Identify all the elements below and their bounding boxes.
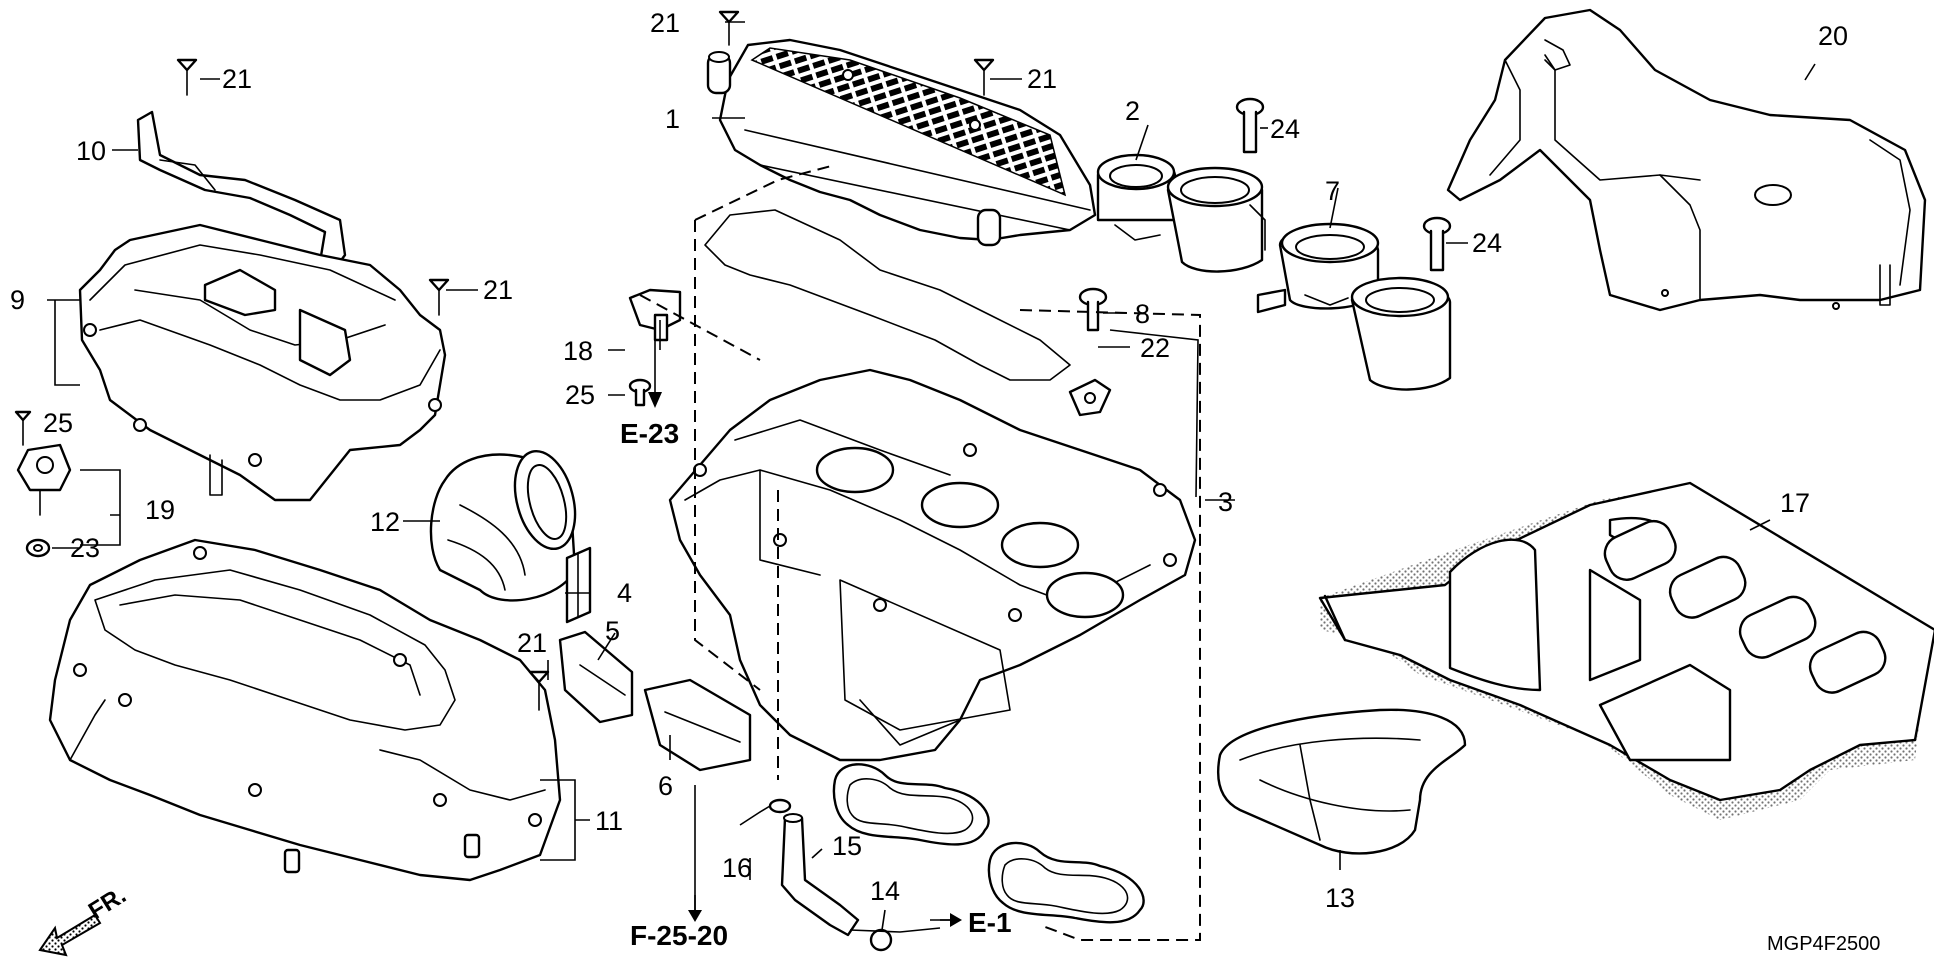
- screws-21: [176, 10, 995, 711]
- part-25-bolt: [628, 378, 652, 407]
- part-11-lower-housing: [48, 538, 562, 882]
- part-18-sensor: [628, 288, 682, 342]
- callout-14: 14: [870, 876, 900, 906]
- callout-4: 4: [617, 578, 632, 608]
- part-12-inlet-duct: [429, 449, 577, 602]
- part-9-cleaner-cover: [78, 223, 447, 502]
- intake-gaskets: [832, 763, 1145, 924]
- callout-24a: 24: [1270, 114, 1300, 144]
- callout-7: 7: [1325, 176, 1340, 206]
- part-22-bolt: [1078, 287, 1108, 332]
- part-16-clamp: [759, 798, 792, 814]
- callout-16: 16: [722, 853, 752, 883]
- part-25-screw-left: [14, 410, 32, 446]
- callout-21e: 21: [517, 628, 547, 658]
- part-2-funnel: [1096, 153, 1266, 273]
- ref-e23: E-23: [620, 418, 679, 449]
- callout-15: 15: [832, 831, 862, 861]
- part-15-tube: [780, 813, 860, 937]
- ref-arrows: [648, 340, 962, 927]
- callout-12: 12: [370, 507, 400, 537]
- callout-21d: 21: [483, 275, 513, 305]
- callout-11: 11: [595, 806, 623, 836]
- part-20-duct-cover: [1446, 8, 1927, 312]
- callout-8: 8: [1135, 299, 1150, 329]
- callout-21c: 21: [1027, 64, 1057, 94]
- callout-18: 18: [563, 336, 593, 366]
- callout-22: 22: [1140, 333, 1170, 363]
- part-7-funnel: [1256, 222, 1452, 391]
- callout-17: 17: [1780, 488, 1810, 518]
- part-4-seal: [565, 546, 592, 624]
- callout-3: 3: [1218, 487, 1233, 517]
- callout-23: 23: [70, 533, 100, 563]
- part-13-duct: [1217, 708, 1467, 855]
- assembly-lines: [639, 164, 1201, 941]
- part-24-bolt-upper: [1235, 97, 1265, 154]
- callout-13: 13: [1325, 883, 1355, 913]
- part-3-cleaner-case: [668, 368, 1197, 762]
- part-1-air-cleaner-element: [706, 38, 1097, 247]
- part-17-heat-insulator: [1318, 481, 1934, 820]
- callout-9: 9: [10, 285, 25, 315]
- gasket-outline: [704, 209, 1071, 381]
- ref-f2520: F-25-20: [630, 920, 728, 951]
- diagram-code: MGP4F2500: [1767, 933, 1880, 955]
- part-5-pad: [558, 630, 634, 724]
- callout-25b: 25: [43, 408, 73, 438]
- callout-25a: 25: [565, 380, 595, 410]
- callout-5: 5: [605, 616, 620, 646]
- part-24-bolt-lower: [1422, 216, 1452, 272]
- callout-21b: 21: [222, 64, 252, 94]
- part-23-washer: [25, 538, 51, 558]
- callout-20: 20: [1818, 21, 1848, 51]
- callout-1: 1: [665, 104, 680, 134]
- part-8-clip: [1068, 378, 1112, 417]
- callout-labels: 21 21 21 21 21 1 2 3 4 5 6 7 8 9 10 11 1…: [10, 8, 1848, 913]
- callout-10: 10: [76, 136, 106, 166]
- ref-e1: E-1: [968, 907, 1012, 938]
- part-19-sensor: [16, 443, 72, 516]
- callout-19: 19: [145, 495, 175, 525]
- part-6-pad: [643, 678, 752, 772]
- part-14-clamp: [869, 928, 893, 952]
- leader-lines: [47, 21, 1816, 933]
- callout-24b: 24: [1472, 228, 1502, 258]
- callout-2: 2: [1125, 96, 1140, 126]
- front-direction-arrow: [38, 913, 102, 957]
- callout-21a: 21: [650, 8, 680, 38]
- callout-6: 6: [658, 771, 673, 801]
